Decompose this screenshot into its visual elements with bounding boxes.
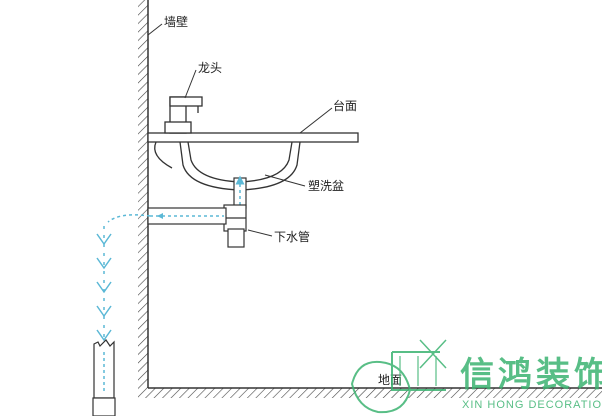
drain-tail <box>233 175 247 209</box>
floor <box>138 387 602 398</box>
wall <box>138 0 149 388</box>
label-wall: 墙壁 <box>164 14 188 29</box>
watermark-logo <box>350 339 447 414</box>
label-floor: 地面 <box>378 373 402 387</box>
horizontal-drain-pipe <box>147 207 227 225</box>
label-countertop: 台面 <box>333 98 357 113</box>
watermark-brand-cn: 信鸿装饰 <box>460 355 602 395</box>
water-flow-arrows <box>96 214 151 342</box>
label-faucet: 龙头 <box>198 61 222 75</box>
countertop <box>147 132 359 143</box>
label-drain-pipe: 下水管 <box>274 229 310 244</box>
watermark: 信鸿装饰 XIN HONG DECORATION <box>350 339 602 414</box>
basin <box>154 141 301 191</box>
watermark-brand-en: XIN HONG DECORATION <box>462 399 602 411</box>
leader-lines <box>147 23 333 237</box>
faucet <box>164 96 203 134</box>
stack-pipe <box>92 339 116 416</box>
label-basin: 塑洗盆 <box>308 178 344 193</box>
trap-fitting <box>223 204 247 248</box>
